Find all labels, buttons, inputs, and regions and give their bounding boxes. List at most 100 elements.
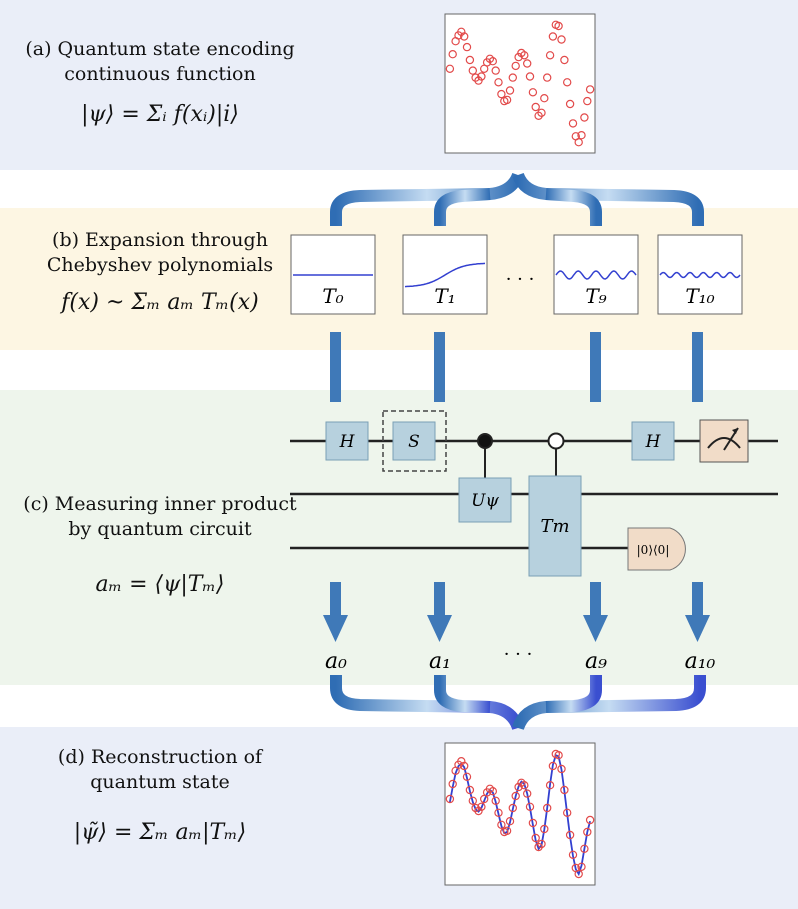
plot-d-point-5 — [460, 761, 469, 771]
plot-d-point-7 — [465, 785, 475, 795]
plot-a-point-17 — [494, 78, 503, 87]
down-arrow-9 — [583, 582, 608, 642]
panel-a-band — [0, 0, 798, 170]
controls — [477, 432, 565, 478]
bottom-brace-right — [512, 675, 706, 731]
meter-needle-tip — [732, 428, 738, 434]
panel-a-caption: (a) Quantum state encoding continuous fu… — [10, 37, 310, 87]
plot-d-point-35 — [545, 781, 555, 790]
meter-arc — [707, 437, 741, 449]
plot-a-point-29 — [528, 88, 538, 97]
plot-a-point-34 — [543, 73, 552, 82]
coefficient-ellipsis: · · · — [504, 644, 533, 665]
plot-d-point-45 — [574, 869, 583, 879]
plot-d-point-0 — [445, 794, 455, 804]
plot-a — [444, 13, 596, 154]
coefficient-a0: a₀ — [325, 649, 347, 674]
bottom-brace — [330, 675, 706, 731]
gate-projector-label: |0⟩⟨0| — [637, 543, 670, 557]
plot-d-point-8 — [468, 796, 477, 806]
plot-d-point-48 — [583, 827, 592, 837]
plot-a-point-11 — [477, 72, 486, 81]
plot-a-point-47 — [580, 113, 589, 122]
down-arrow-1 — [427, 582, 452, 642]
plot-d-point-41 — [563, 808, 572, 818]
basis-label-t9: T₉ — [585, 284, 606, 308]
panel-a-equation: |ψ⟩ = Σᵢ f(xᵢ)|i⟩ — [81, 102, 239, 127]
top-brace-right — [512, 172, 704, 226]
plot-d-point-34 — [543, 803, 552, 813]
plot-a-point-43 — [568, 119, 578, 128]
plot-a-point-27 — [523, 59, 532, 68]
panel-b-caption: (b) Expansion through Chebyshev polynomi… — [10, 228, 310, 278]
gate-u-psi-label: Uψ — [471, 491, 499, 511]
basis-curve-t10 — [659, 271, 741, 279]
plot-a-point-18 — [497, 89, 506, 99]
basis-label-t10: T₁₀ — [685, 284, 714, 308]
coefficient-a9: a₉ — [585, 649, 607, 674]
down-arrow-0 — [323, 582, 348, 642]
plot-d-point-47 — [580, 844, 589, 854]
plot-d-point-32 — [537, 839, 546, 849]
plot-a-point-0 — [445, 64, 455, 74]
plot-a-points — [445, 20, 595, 147]
panel-c-caption-line2: by quantum circuit — [68, 518, 252, 540]
gate-t-m-box — [528, 475, 582, 577]
gate-h2-label: H — [645, 432, 662, 452]
plot-a-point-32 — [537, 108, 546, 118]
meter-box — [699, 419, 749, 463]
connector-bar-0 — [330, 332, 341, 402]
plot-a-point-8 — [468, 66, 477, 75]
gate-projector: |0⟩⟨0| — [627, 527, 686, 571]
plot-d-point-43 — [568, 850, 578, 860]
plot-a-point-41 — [563, 78, 572, 87]
panel-d-caption-line1: (d) Reconstruction of — [57, 746, 263, 768]
gate-h1: H — [325, 421, 369, 461]
plot-d-point-28 — [525, 802, 535, 812]
gate-u-psi: Uψ — [458, 477, 512, 523]
control-dot-filled — [477, 433, 493, 449]
gate-h1-label: H — [339, 432, 356, 452]
plot-a-point-16 — [491, 66, 500, 75]
panel-c-caption-line1: (c) Measuring inner product — [23, 493, 297, 515]
gate-h2-box — [631, 421, 675, 461]
plot-d — [444, 742, 596, 886]
plot-a-point-35 — [545, 51, 555, 60]
plot-a-point-38 — [554, 21, 563, 31]
basis-label-t1: T₁ — [434, 284, 455, 308]
plot-a-point-28 — [525, 72, 535, 81]
bottom-brace-left — [330, 675, 524, 731]
plot-d-point-10 — [474, 806, 483, 816]
gate-s-label: S — [408, 432, 420, 452]
plot-a-point-15 — [488, 57, 497, 66]
plot-d-point-49 — [585, 815, 595, 825]
panel-c-caption: (c) Measuring inner product by quantum c… — [10, 492, 310, 542]
plot-a-point-42 — [565, 99, 575, 109]
plot-d-points — [445, 749, 595, 879]
plot-a-point-48 — [583, 96, 592, 106]
panel-d-equation: |ψ̃⟩ = Σₘ aₘ|Tₘ⟩ — [73, 820, 247, 845]
panel-b-caption-line1: (b) Expansion through — [52, 229, 268, 251]
plot-a-point-36 — [548, 32, 558, 41]
coefficient-a1: a₁ — [429, 649, 451, 674]
panel-c-equation: aₘ = ⟨ψ|Tₘ⟩ — [95, 572, 225, 597]
plot-a-point-46 — [577, 130, 586, 140]
plot-d-point-29 — [528, 818, 538, 828]
plot-d-point-15 — [488, 787, 497, 796]
connector-bar-9 — [590, 332, 601, 402]
gate-s-box — [392, 421, 436, 461]
gate-s-dashed-frame — [382, 410, 447, 472]
plot-a-point-39 — [557, 35, 566, 44]
top-brace-mid-right — [545, 188, 602, 226]
basis-box-t10 — [657, 234, 743, 315]
plot-a-point-1 — [448, 50, 457, 59]
basis-box-t9-frame — [553, 234, 639, 315]
plot-d-point-23 — [511, 791, 520, 801]
gate-projector-shape — [627, 527, 686, 571]
bottom-brace-mid-right — [545, 675, 602, 713]
plot-a-point-7 — [465, 55, 475, 65]
plot-a-point-23 — [511, 61, 520, 71]
plot-d-point-6 — [462, 772, 472, 782]
panel-d-band — [0, 727, 798, 909]
